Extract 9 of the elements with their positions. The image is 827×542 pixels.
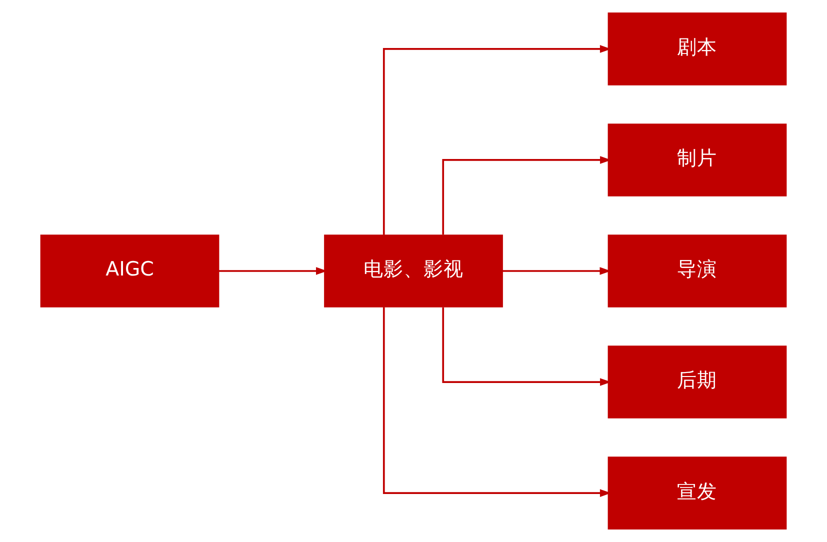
node-box: 制片 [608,124,787,196]
node-box: 导演 [608,234,787,308]
node-box: 后期 [608,346,787,418]
arrow [502,267,611,275]
node-box: AIGC [40,234,220,308]
node-box: 宣发 [608,456,787,530]
arrow [218,267,328,275]
node-box: 电影、影视 [324,234,503,308]
node-box: 剧本 [608,12,787,86]
